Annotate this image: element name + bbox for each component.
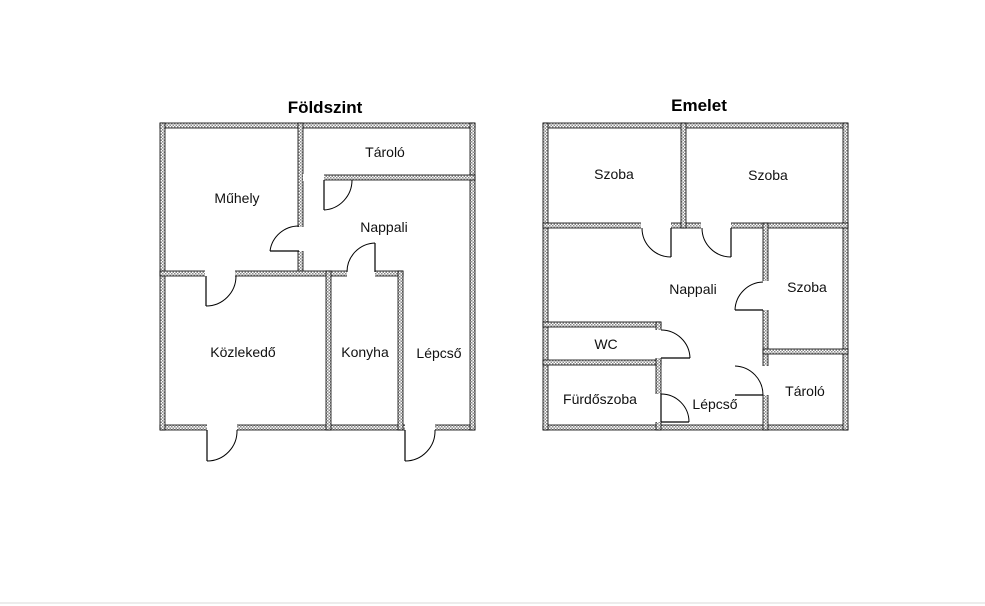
ground-floor-doors bbox=[205, 179, 436, 462]
door-furdoszoba bbox=[660, 393, 690, 423]
room-label-wc: WC bbox=[594, 336, 617, 352]
ground-floor-title: Földszint bbox=[288, 98, 363, 117]
room-label-nappali: Nappali bbox=[360, 219, 407, 235]
room-label-tarolo: Tároló bbox=[365, 144, 405, 160]
ground-floor-labels: Tároló Műhely Nappali Közlekedő Konyha L… bbox=[210, 144, 461, 361]
door-wc bbox=[660, 329, 691, 359]
room-label-lepcso: Lépcső bbox=[416, 345, 461, 361]
upper-floor-walls bbox=[542, 122, 849, 431]
upper-floor-doors bbox=[641, 227, 764, 423]
door-kozlekedo-top bbox=[205, 275, 237, 307]
door-entrance-right bbox=[404, 429, 436, 462]
room-label-konyha: Konyha bbox=[341, 344, 389, 360]
door-szoba-middle bbox=[701, 227, 732, 258]
room-label-kozlekedo: Közlekedő bbox=[210, 344, 276, 360]
ground-floor-walls bbox=[159, 122, 476, 431]
room-label-muhely: Műhely bbox=[214, 190, 259, 206]
ground-floor-plan: Földszint bbox=[159, 98, 476, 462]
ground-floor-door-gaps bbox=[205, 174, 435, 431]
room-label-szoba-1: Szoba bbox=[594, 166, 634, 182]
upper-floor-labels: Szoba Szoba Nappali Szoba WC Fürdőszoba … bbox=[563, 166, 827, 412]
room-label-nappali-upper: Nappali bbox=[669, 281, 716, 297]
room-label-szoba-3: Szoba bbox=[787, 279, 827, 295]
door-szoba-left bbox=[641, 227, 672, 258]
room-label-tarolo-upper: Tároló bbox=[785, 383, 825, 399]
door-muhely bbox=[269, 225, 300, 252]
room-label-lepcso-upper: Lépcső bbox=[692, 396, 737, 412]
room-label-furdoszoba: Fürdőszoba bbox=[563, 391, 637, 407]
room-label-szoba-2: Szoba bbox=[748, 167, 788, 183]
upper-floor-plan: Emelet bbox=[542, 96, 849, 431]
door-szoba-right bbox=[734, 281, 764, 311]
upper-floor-door-gaps bbox=[641, 222, 769, 422]
door-entrance-left bbox=[206, 429, 238, 462]
upper-floor-title: Emelet bbox=[671, 96, 727, 115]
door-nappali-top bbox=[323, 179, 353, 211]
door-nappali-bottom bbox=[346, 242, 376, 273]
door-tarolo-upper bbox=[734, 365, 764, 396]
